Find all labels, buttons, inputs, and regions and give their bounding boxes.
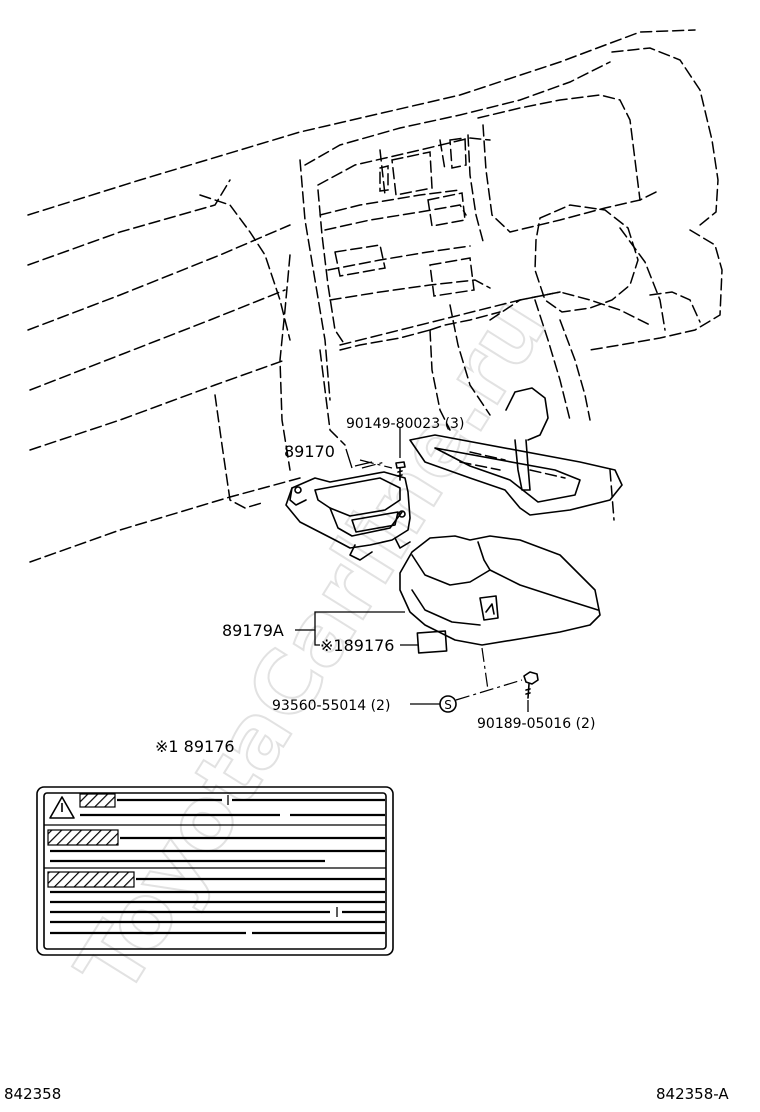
- part-label-clip: 93560-55014 (2): [272, 698, 390, 714]
- clip-icon: S: [439, 695, 457, 713]
- dashboard-outline: [27, 29, 723, 563]
- airbag-sensor-module: [285, 471, 411, 561]
- svg-text:S: S: [444, 698, 452, 712]
- part-label-cover-sticker: ※189176: [320, 636, 394, 655]
- caution-label-detail: [36, 786, 394, 956]
- console-cover: [399, 535, 601, 646]
- caution-sticker: [416, 630, 448, 654]
- screw-icon: [395, 461, 406, 481]
- shift-console: [409, 387, 623, 516]
- part-label-screw2: 90189-05016 (2): [477, 716, 595, 732]
- footer-code-right: 842358-A: [656, 1085, 729, 1103]
- screw2-icon: [523, 671, 539, 699]
- part-labels: 90149-80023 (3) 89170 89179A ※189176 935…: [155, 416, 595, 756]
- footer-code-left: 842358: [4, 1085, 61, 1103]
- part-label-screw: 90149-80023 (3): [346, 416, 464, 432]
- part-label-cover: 89179A: [222, 621, 284, 640]
- part-label-module: 89170: [284, 442, 335, 461]
- leader-lines: [295, 428, 529, 712]
- label-callout: ※1 89176: [155, 737, 235, 756]
